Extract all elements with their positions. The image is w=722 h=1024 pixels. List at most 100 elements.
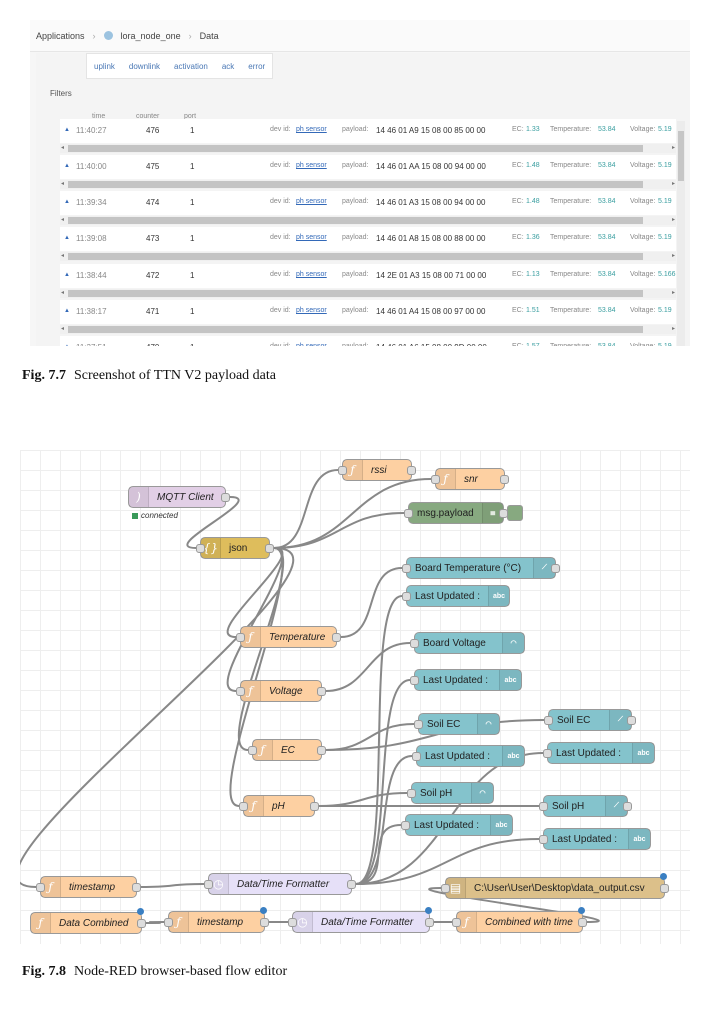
input-port[interactable]	[236, 633, 245, 642]
node-csv[interactable]: ▤C:\User\User\Desktop\data_output.csv	[441, 873, 669, 899]
output-port[interactable]	[500, 475, 509, 484]
input-port[interactable]	[410, 639, 419, 648]
node-secc[interactable]: Soil EC⟋	[544, 709, 636, 731]
node-btemp[interactable]: Board Temperature (°C)⟋	[402, 557, 560, 579]
node-lu6[interactable]: Last Updated :abc	[539, 828, 651, 850]
input-port[interactable]	[402, 564, 411, 573]
node-fmt2[interactable]: ◷Data/Time Formatter	[288, 907, 434, 933]
input-port[interactable]	[407, 789, 416, 798]
output-port[interactable]	[407, 466, 416, 475]
breadcrumb-app[interactable]: lora_node_one	[120, 30, 181, 41]
output-port[interactable]	[137, 919, 146, 928]
expand-arrow-icon[interactable]: ▲	[64, 308, 70, 314]
output-port[interactable]	[623, 802, 632, 811]
output-port[interactable]	[265, 544, 274, 553]
input-port[interactable]	[164, 918, 173, 927]
dev-id-link[interactable]: ph sensor	[296, 198, 327, 205]
dev-id-link[interactable]: ph sensor	[296, 126, 327, 133]
input-port[interactable]	[402, 592, 411, 601]
horizontal-scrollbar[interactable]: ◂▸	[60, 216, 676, 225]
dev-id-link[interactable]: ph sensor	[296, 307, 327, 314]
input-port[interactable]	[196, 544, 205, 553]
output-port[interactable]	[627, 716, 636, 725]
breadcrumb-applications[interactable]: Applications	[36, 30, 85, 41]
wire-ph-sphg[interactable]	[318, 792, 408, 807]
output-port[interactable]	[317, 687, 326, 696]
expand-arrow-icon[interactable]: ▲	[64, 272, 70, 278]
vertical-scrollbar[interactable]	[677, 121, 685, 346]
output-port[interactable]	[317, 746, 326, 755]
input-port[interactable]	[410, 676, 419, 685]
output-port[interactable]	[551, 564, 560, 573]
node-sphc[interactable]: Soil pH⟋	[539, 795, 632, 817]
input-port[interactable]	[404, 509, 413, 518]
node-lu3[interactable]: Last Updated :abc	[412, 745, 525, 767]
expand-arrow-icon[interactable]: ▲	[64, 199, 70, 205]
wire-fmt1-lu2[interactable]	[355, 679, 411, 885]
filter-error[interactable]: error	[248, 61, 266, 71]
input-port[interactable]	[441, 884, 450, 893]
output-port[interactable]	[332, 633, 341, 642]
output-port[interactable]	[660, 884, 669, 893]
output-port[interactable]	[132, 883, 141, 892]
wire-json-ph[interactable]	[229, 547, 284, 807]
input-port[interactable]	[543, 749, 552, 758]
input-port[interactable]	[539, 835, 548, 844]
wire-cwt-csv[interactable]	[428, 887, 600, 923]
horizontal-scrollbar[interactable]: ◂▸	[60, 289, 676, 298]
wire-fmt1-lu3[interactable]	[355, 755, 413, 885]
wire-mqtt-json[interactable]	[186, 496, 240, 549]
wire-ec-secg[interactable]	[325, 723, 415, 751]
input-port[interactable]	[288, 918, 297, 927]
wire-fmt1-lu6[interactable]	[355, 838, 540, 885]
table-row[interactable]: ▲11:37:514701dev id:ph sensorpayload:14 …	[60, 336, 676, 346]
node-lu1[interactable]: Last Updated :abc	[402, 585, 510, 607]
input-port[interactable]	[204, 880, 213, 889]
input-port[interactable]	[401, 821, 410, 830]
dev-id-link[interactable]: ph sensor	[296, 271, 327, 278]
input-port[interactable]	[239, 802, 248, 811]
node-sphg[interactable]: Soil pH◠	[407, 782, 494, 804]
node-dbg[interactable]: msg.payload≣	[404, 502, 523, 524]
debug-toggle-button[interactable]	[507, 505, 523, 521]
input-port[interactable]	[539, 802, 548, 811]
node-secg[interactable]: Soil EC◠	[414, 713, 500, 735]
output-port[interactable]	[347, 880, 356, 889]
output-port[interactable]	[578, 918, 587, 927]
input-port[interactable]	[338, 466, 347, 475]
wire-fmt1-lu1[interactable]	[355, 595, 403, 885]
output-port[interactable]	[425, 918, 434, 927]
wire-json-dbg[interactable]	[273, 512, 405, 549]
input-port[interactable]	[431, 475, 440, 484]
filter-uplink[interactable]: uplink	[94, 61, 115, 71]
horizontal-scrollbar[interactable]: ◂▸	[60, 325, 676, 334]
input-port[interactable]	[414, 720, 423, 729]
wire-json-rssi[interactable]	[273, 469, 339, 549]
output-port[interactable]	[310, 802, 319, 811]
dev-id-link[interactable]: ph sensor	[296, 162, 327, 169]
wire-dc-ts2[interactable]	[145, 921, 165, 924]
node-json[interactable]: {}json	[196, 537, 274, 559]
filter-activation[interactable]: activation	[174, 61, 208, 71]
wire-json-ts1[interactable]	[20, 547, 295, 888]
dev-id-link[interactable]: ph sensor	[296, 343, 327, 346]
expand-arrow-icon[interactable]: ▲	[64, 344, 70, 346]
input-port[interactable]	[236, 687, 245, 696]
input-port[interactable]	[452, 918, 461, 927]
node-lu5[interactable]: Last Updated :abc	[401, 814, 513, 836]
input-port[interactable]	[36, 883, 45, 892]
